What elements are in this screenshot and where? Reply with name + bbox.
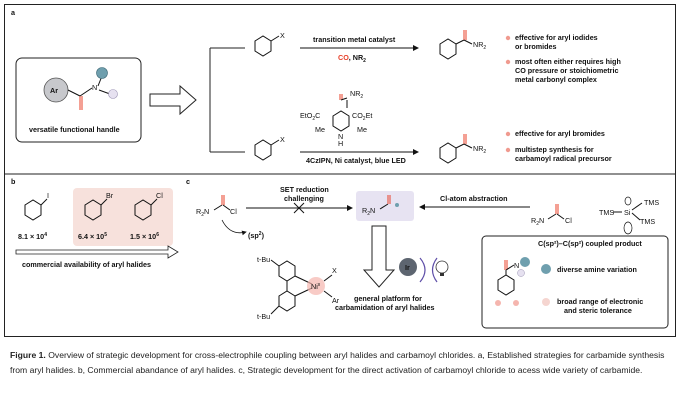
- bullet-2-line3: metal carbonyl complex: [515, 75, 597, 84]
- chlorobenzene: Cl: [134, 191, 163, 221]
- svg-text:Si: Si: [624, 208, 631, 217]
- panel-a-label: a: [11, 8, 16, 17]
- svg-text:X: X: [332, 266, 337, 275]
- svg-text:X: X: [280, 31, 285, 40]
- svg-text:TMS: TMS: [644, 198, 659, 207]
- product-item-3: and steric tolerance: [564, 306, 632, 315]
- svg-text:Ar: Ar: [50, 86, 58, 95]
- svg-text:CO2Et: CO2Et: [352, 111, 372, 122]
- panel-c-label: c: [186, 177, 190, 186]
- svg-text:t-Bu: t-Bu: [257, 312, 270, 321]
- bullet-2-line1: most often either requires high: [515, 57, 621, 66]
- svg-text:Br: Br: [106, 191, 114, 200]
- amide-product-2: NR2: [439, 134, 486, 164]
- svg-text:X: X: [280, 135, 285, 144]
- set-label-2: challenging: [284, 194, 324, 203]
- set-label-1: SET reduction: [280, 185, 329, 194]
- carbamoyl-radical: R2N: [362, 195, 399, 217]
- bullet-2-line2: CO pressure or stoichiometric: [515, 66, 618, 75]
- arrow2-bottom: 4CzIPN, Ni catalyst, blue LED: [306, 156, 406, 165]
- arrow1-top: transition metal catalyst: [313, 35, 396, 44]
- bullet-1-line2: or bromides: [515, 42, 557, 51]
- coupled-product-structure: N: [495, 257, 530, 306]
- product-item-2: broad range of electronic: [557, 297, 643, 306]
- svg-text:Ir: Ir: [405, 263, 410, 272]
- svg-text:N: N: [338, 132, 343, 141]
- iodobenzene: I: [24, 191, 49, 221]
- amide-product-1: NR2: [439, 30, 486, 60]
- handle-label: versatile functional handle: [29, 125, 120, 134]
- handle-box: [15, 57, 142, 143]
- silyl-radical: TMS TMS TMS Si: [599, 196, 659, 235]
- svg-text:t-Bu: t-Bu: [257, 255, 270, 264]
- product-box: [481, 235, 669, 329]
- caption-head: Figure 1.: [10, 350, 46, 360]
- svg-text:Cl: Cl: [230, 207, 237, 216]
- tolerance-bullet-icon: [542, 298, 550, 306]
- ir-catalyst-icon: [399, 258, 417, 276]
- count-iodide: 8.1 × 104: [18, 232, 47, 241]
- aryl-halide-1: X: [254, 31, 285, 57]
- svg-text:EtO2C: EtO2C: [300, 111, 320, 122]
- panel-b-label: b: [11, 177, 16, 186]
- blue-light-icon: [435, 260, 449, 274]
- platform-line2: carbamidation of aryl halides: [335, 303, 434, 312]
- svg-text:NiII: NiII: [311, 282, 320, 291]
- bullet-3: effective for aryl bromides: [515, 129, 605, 138]
- svg-text:N: N: [514, 261, 519, 270]
- bullet-4-line2: carbamoyl radical precursor: [515, 154, 612, 163]
- caption-body: Overview of strategic development for cr…: [10, 350, 665, 375]
- hollow-down-arrow: [362, 225, 396, 288]
- svg-text:Me: Me: [315, 125, 325, 134]
- nickel-complex: t-Bu t-Bu NiII X Ar: [257, 255, 340, 321]
- bromobenzene: Br: [84, 191, 114, 221]
- count-chloride: 1.5 × 106: [130, 232, 159, 241]
- cl-abstraction-label: Cl-atom abstraction: [440, 194, 508, 203]
- svg-text:TMS: TMS: [599, 208, 614, 217]
- svg-text:I: I: [47, 191, 49, 200]
- svg-text:Ar: Ar: [332, 296, 340, 305]
- product-title: C(sp²)–C(sp²) coupled product: [538, 239, 642, 248]
- carbamoyl-chloride-left: R2N Cl (sp2): [196, 195, 265, 240]
- bromide-chloride-highlight: [73, 188, 173, 246]
- bullet-4-line1: multistep synthesis for: [515, 145, 594, 154]
- figure-caption: Figure 1. Overview of strategic developm…: [10, 348, 674, 377]
- aryl-halide-2: X: [254, 135, 285, 161]
- svg-text:R2N: R2N: [196, 207, 209, 218]
- svg-text:TMS: TMS: [640, 217, 655, 226]
- availability-label: commercial availability of aryl halides: [22, 260, 151, 269]
- platform-line1: general platform for: [354, 294, 422, 303]
- handle-structure: Ar N: [43, 67, 118, 110]
- bullet-1-line1: effective for aryl iodides: [515, 33, 598, 42]
- svg-text:Me: Me: [357, 125, 367, 134]
- count-bromide: 6.4 × 105: [78, 232, 107, 241]
- availability-arrow: [15, 245, 179, 259]
- svg-text:(sp2): (sp2): [248, 231, 265, 240]
- svg-text:H: H: [338, 139, 343, 148]
- figure-frame: [4, 4, 676, 337]
- svg-text:NR2: NR2: [473, 144, 486, 155]
- product-item-1: diverse amine variation: [557, 265, 637, 274]
- svg-text:R2N: R2N: [531, 216, 544, 227]
- svg-text:N: N: [92, 83, 97, 92]
- svg-text:NR2: NR2: [350, 89, 363, 100]
- arrow1-bottom: CO, NR2: [338, 53, 366, 64]
- carbamoyl-chloride-right: R2N Cl: [531, 204, 572, 227]
- svg-text:Cl: Cl: [156, 191, 163, 200]
- amine-bullet-icon: [541, 264, 551, 274]
- dhp-reagent: NR2 EtO2C CO2Et Me Me N H: [300, 89, 372, 148]
- hollow-arrow-a: [149, 84, 197, 116]
- svg-text:Cl: Cl: [565, 216, 572, 225]
- svg-text:R2N: R2N: [362, 206, 375, 217]
- svg-text:NR2: NR2: [473, 40, 486, 51]
